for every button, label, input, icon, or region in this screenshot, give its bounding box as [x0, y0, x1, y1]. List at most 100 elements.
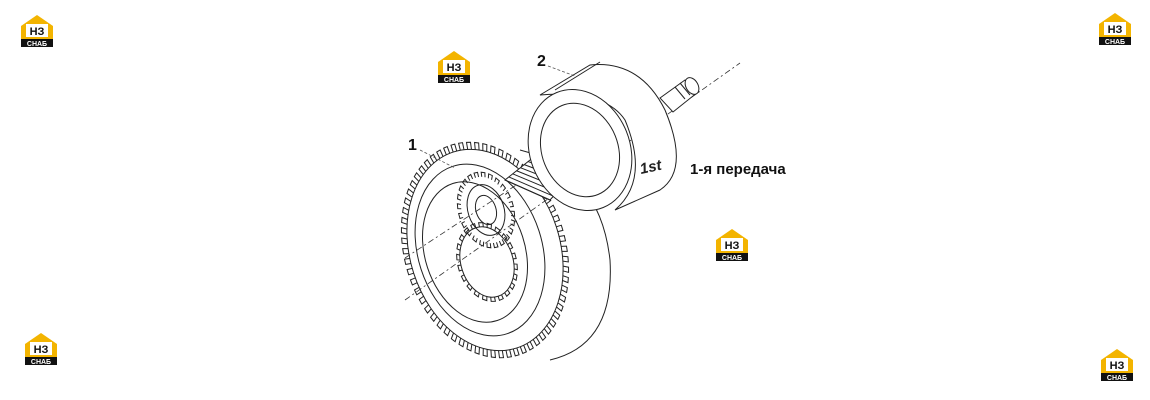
gear-tooth — [401, 237, 408, 245]
gear-tooth — [505, 152, 512, 162]
gear-tooth — [473, 290, 480, 298]
gear-tooth — [466, 342, 473, 352]
gear-tooth — [507, 227, 514, 235]
gear-tooth — [505, 191, 511, 199]
gear-tooth — [450, 143, 458, 153]
gear-tooth — [500, 183, 507, 192]
gear-tooth — [461, 178, 468, 187]
gear-tooth — [558, 293, 567, 303]
gear-tooth — [456, 242, 462, 251]
gear-tooth — [512, 347, 520, 357]
gear-tooth — [504, 289, 511, 298]
gear-tooth — [457, 264, 463, 272]
gear-tooth — [458, 185, 465, 193]
gear-tooth — [460, 274, 467, 283]
logo-mark-icon: НЗ СНАБ — [25, 333, 57, 366]
watermark-logo: НЗ СНАБ — [434, 48, 474, 84]
gear-tooth — [409, 179, 418, 190]
gear-tooth — [403, 258, 411, 265]
shaft-spline — [504, 179, 551, 201]
gear-tooth — [497, 294, 504, 302]
gear-tooth — [436, 319, 444, 330]
output-stub-shaft — [659, 77, 700, 113]
gear-tooth — [498, 350, 505, 359]
gear-tooth — [413, 172, 422, 182]
gear-tooth — [532, 336, 541, 347]
svg-text:НЗ: НЗ — [1108, 24, 1123, 36]
gear-tooth — [490, 296, 497, 302]
gear-tooth — [443, 326, 451, 337]
gear-tooth — [436, 149, 444, 159]
logo-mark-icon: НЗ СНАБ — [716, 229, 748, 262]
watermark-logo: НЗ СНАБ — [712, 226, 752, 262]
small-gear-teeth — [456, 171, 516, 249]
watermark-logo: НЗ СНАБ — [1095, 10, 1135, 46]
gear-tooth — [456, 203, 462, 210]
watermark-logo: НЗ СНАБ — [17, 12, 57, 48]
gear-tooth — [492, 242, 499, 249]
gear-tooth — [406, 267, 414, 276]
gear-tooth — [556, 224, 564, 233]
gear-tooth — [474, 141, 480, 150]
gear-tooth — [552, 310, 561, 321]
gear-tooth — [548, 204, 557, 214]
gear-tooth — [538, 331, 547, 342]
logo-mark-icon: НЗ СНАБ — [21, 15, 53, 48]
gear-tooth — [519, 345, 528, 355]
gear-tooth — [472, 235, 478, 243]
gear-tooth — [474, 345, 480, 355]
logo-mark-icon: НЗ СНАБ — [1099, 13, 1131, 46]
gear-tooth — [509, 282, 516, 291]
gear-tooth — [413, 286, 422, 296]
gear-tooth — [418, 165, 427, 175]
gear-tooth — [466, 283, 473, 292]
gear-tooth — [461, 221, 467, 229]
svg-text:СНАБ: СНАБ — [27, 41, 47, 48]
gear-tooth — [561, 245, 568, 252]
gear-tooth — [526, 341, 534, 351]
gear-tooth — [480, 171, 486, 178]
gear-tooth — [473, 171, 480, 178]
svg-text:СНАБ: СНАБ — [722, 255, 742, 262]
svg-text:СНАБ: СНАБ — [31, 359, 51, 366]
gear-tooth — [482, 348, 488, 357]
svg-text:НЗ: НЗ — [30, 26, 45, 38]
gear-tooth — [406, 188, 414, 198]
gear-tooth — [548, 318, 557, 328]
gear-tooth — [482, 143, 488, 152]
gear-tooth — [456, 193, 462, 201]
gear-tooth — [497, 148, 504, 158]
gear-tooth — [562, 255, 569, 263]
callout-part-2: 2 — [537, 53, 546, 70]
gear-tooth — [498, 239, 505, 247]
gear-tooth — [450, 332, 458, 343]
gear-tooth — [490, 145, 496, 155]
gear-tooth — [513, 263, 518, 271]
small-gear — [456, 171, 516, 249]
gear-tooth — [418, 295, 427, 305]
svg-text:НЗ: НЗ — [725, 240, 740, 252]
gear-tooth — [423, 158, 432, 169]
gear-tooth — [458, 212, 464, 220]
watermark-logo: НЗ СНАБ — [21, 330, 61, 366]
callout-part-1: 1 — [408, 137, 417, 154]
gear-tooth — [409, 277, 418, 286]
gear-tooth — [512, 157, 520, 168]
gear-tooth — [465, 141, 472, 150]
gear-tooth — [403, 197, 412, 207]
gear-tooth — [402, 206, 409, 216]
gear-tooth — [505, 349, 513, 358]
gear-tooth — [494, 177, 500, 185]
gear-tooth — [458, 338, 465, 348]
svg-text:СНАБ: СНАБ — [444, 77, 464, 84]
gear-tooth — [507, 241, 514, 250]
svg-text:НЗ: НЗ — [447, 62, 462, 74]
gear-tooth — [457, 142, 465, 151]
gear-tooth — [481, 295, 488, 302]
gear-tooth — [477, 222, 484, 228]
gear-tooth — [490, 350, 496, 359]
gear-tooth — [562, 275, 569, 284]
logo-mark-icon: НЗ СНАБ — [438, 51, 470, 84]
